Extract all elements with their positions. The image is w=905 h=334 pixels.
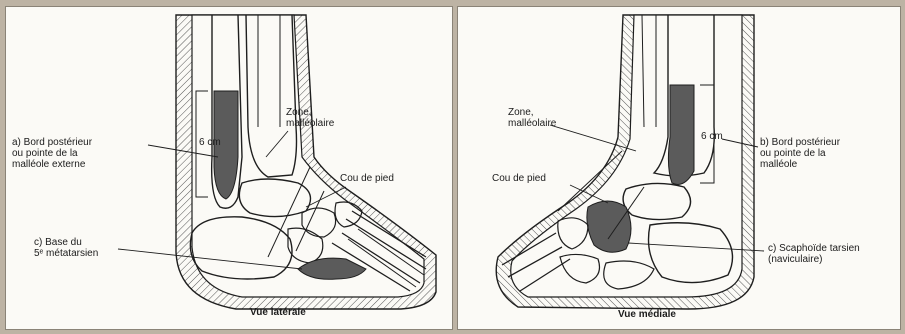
medial-navicular-shaded	[587, 201, 631, 252]
lateral-label-base-5e-metatarsien: c) Base du 5ᵉ métatarsien	[34, 237, 98, 259]
medial-label-scaphoide-tarsien: c) Scaphoïde tarsien (naviculaire)	[768, 243, 860, 265]
lateral-label-bord-posterieur: a) Bord postérieur ou pointe de la mallé…	[12, 137, 92, 170]
medial-caption: Vue médiale	[618, 309, 676, 320]
lateral-caption: Vue latérale	[250, 307, 306, 318]
medial-label-bord-posterieur: b) Bord postérieur ou pointe de la mallé…	[760, 137, 840, 170]
lateral-label-cou-de-pied: Cou de pied	[340, 173, 394, 184]
medial-label-zone-malleolaire: Zone, malléolaire	[508, 107, 556, 129]
medial-view-panel: 6 cm b) Bord postérieur ou pointe de la …	[457, 6, 901, 330]
lateral-view-panel: 6 cm a) Bord postérieur ou pointe de la …	[5, 6, 453, 330]
lateral-measure-label: 6 cm	[199, 137, 221, 148]
medial-malleolus-shaded	[668, 85, 694, 185]
medial-measure-label: 6 cm	[701, 131, 723, 142]
medial-label-cou-de-pied: Cou de pied	[492, 173, 546, 184]
lateral-label-zone-malleolaire: Zone, malléolaire	[286, 107, 334, 129]
